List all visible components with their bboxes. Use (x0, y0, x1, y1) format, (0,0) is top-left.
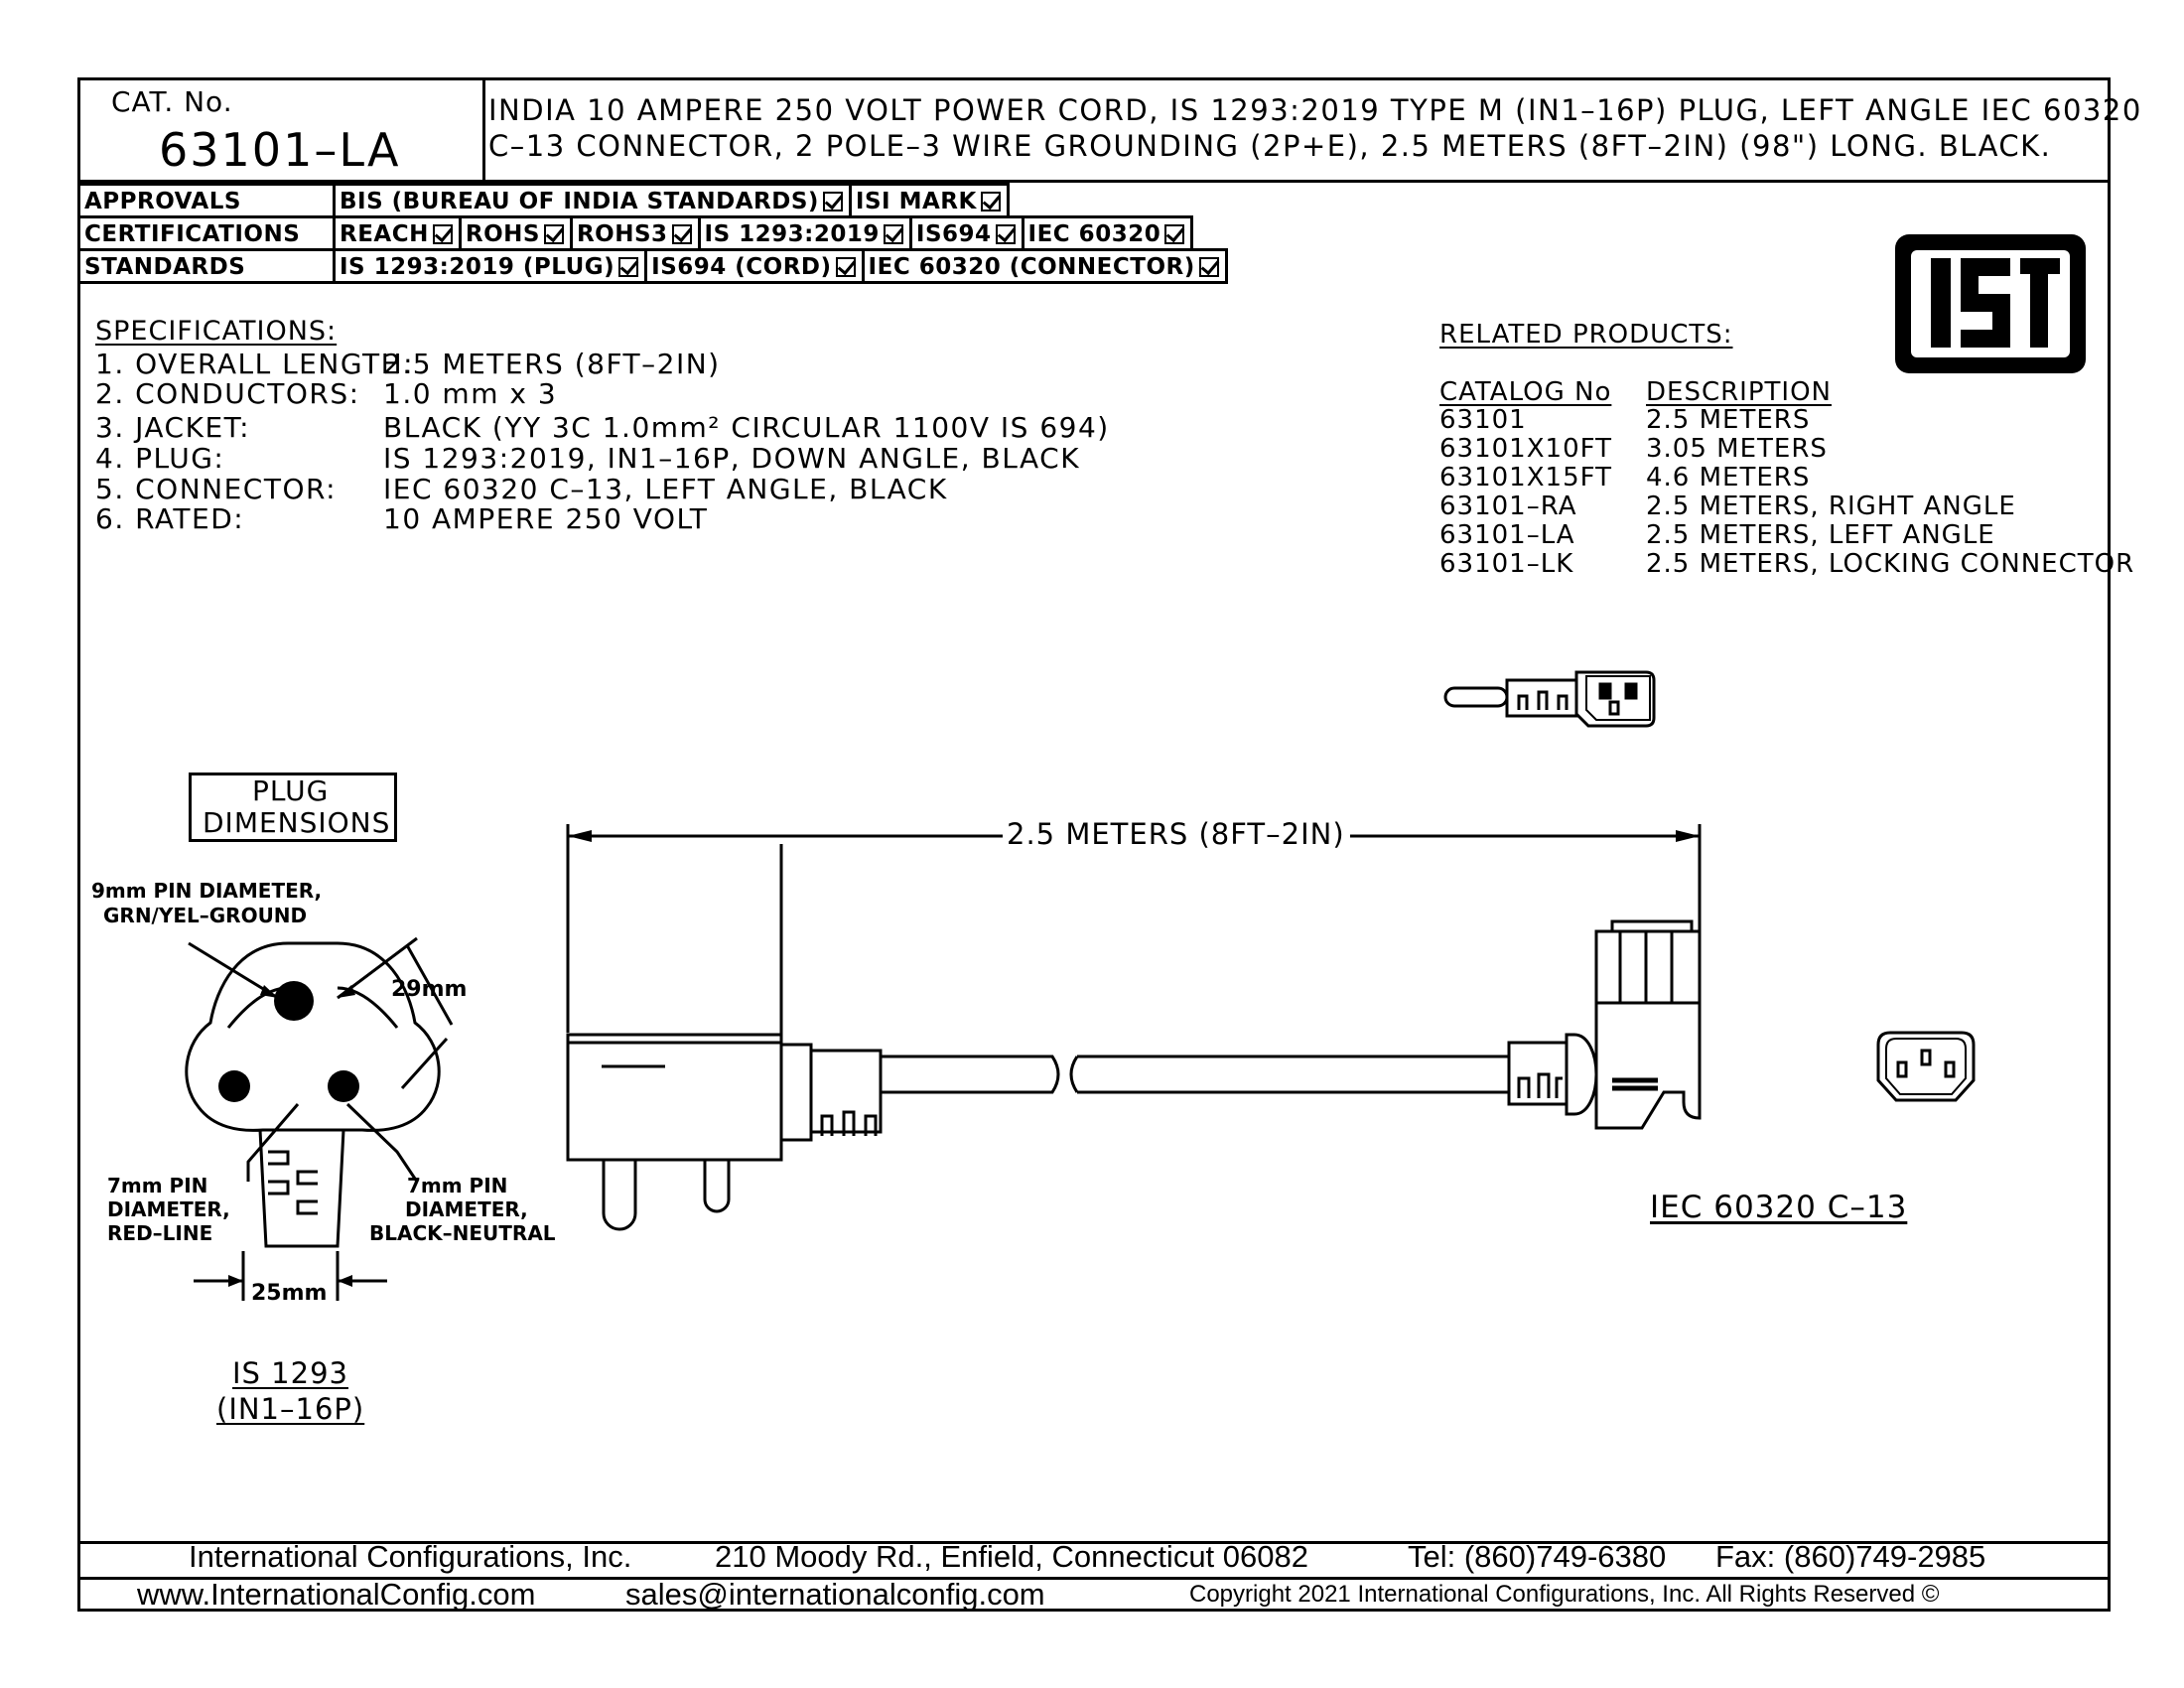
standards-row: STANDARDS IS 1293:2019 (PLUG) IS694 (COR… (77, 248, 1228, 284)
plug-dimensions-box (189, 773, 397, 842)
footer-company: International Configurations, Inc. (189, 1539, 632, 1574)
footer-divider-middle (77, 1577, 2111, 1580)
connector-standard-label: IEC 60320 C–13 (1650, 1190, 1908, 1225)
left-pin-label-1: 7mm PIN (107, 1174, 208, 1197)
checkbox-checked-icon (618, 257, 639, 277)
cord-length-label: 2.5 METERS (8FT–2IN) (1003, 817, 1349, 851)
specifications-heading: SPECIFICATIONS: (95, 316, 338, 347)
footer-fax: Fax: (860)749-2985 (1715, 1539, 1986, 1574)
spec-row: 2. CONDUCTORS:1.0 mm x 3 (95, 377, 558, 410)
checkbox-checked-icon (822, 192, 843, 211)
certification-item: ROHS3 (569, 215, 701, 251)
standards-label: STANDARDS (77, 248, 336, 284)
cat-label: CAT. No. (111, 85, 233, 118)
left-pin-label-2: DIAMETER, (107, 1197, 230, 1221)
checkbox-checked-icon (835, 257, 856, 277)
certification-item: IEC 60320 (1021, 215, 1194, 251)
certification-item: IS 1293:2019 (697, 215, 912, 251)
plug-dimensions-title-1: PLUG (252, 774, 330, 807)
ground-pin-icon (274, 981, 314, 1021)
certification-item: ROHS (458, 215, 573, 251)
checkbox-checked-icon (543, 224, 564, 244)
pin-spacing-horizontal-label: 25mm (251, 1281, 328, 1306)
spec-row: 3. JACKET:BLACK (YY 3C 1.0mm² CIRCULAR 1… (95, 411, 1110, 444)
plug-standard-label-2: (IN1–16P) (216, 1392, 365, 1426)
standard-item: IS 1293:2019 (PLUG) (333, 248, 648, 284)
plug-standard-label-1: IS 1293 (232, 1356, 348, 1390)
right-pin-label-1: 7mm PIN (407, 1174, 508, 1197)
ground-pin-label-2: GRN/YEL–GROUND (103, 904, 308, 927)
approval-item: BIS (BUREAU OF INDIA STANDARDS) (333, 183, 852, 218)
checkbox-checked-icon (671, 224, 692, 244)
approvals-label: APPROVALS (77, 183, 336, 218)
pin-spacing-vertical-label: 29mm (391, 977, 468, 1002)
ground-pin-label-1: 9mm PIN DIAMETER, (91, 879, 323, 903)
approval-item: ISI MARK (848, 183, 1010, 218)
footer-email[interactable]: sales@internationalconfig.com (625, 1577, 1045, 1612)
footer-address: 210 Moody Rd., Enfield, Connecticut 0608… (715, 1539, 1308, 1574)
cat-number: 63101–LA (159, 123, 401, 177)
certifications-row: CERTIFICATIONS REACH ROHS ROHS3 IS 1293:… (77, 215, 1194, 251)
c13-connector-face-icon (1876, 1031, 1976, 1102)
standard-item: IS694 (CORD) (644, 248, 865, 284)
title-box (482, 77, 2111, 183)
checkbox-checked-icon (883, 224, 903, 244)
related-description-header: DESCRIPTION (1646, 377, 1832, 407)
certifications-label: CERTIFICATIONS (77, 215, 336, 251)
c13-cord-sketch (1443, 670, 1656, 728)
footer-divider-top (77, 1541, 2111, 1544)
title-line-2: C–13 CONNECTOR, 2 POLE–3 WIRE GROUNDING … (488, 129, 2052, 163)
neutral-pin-icon (328, 1070, 359, 1102)
certification-item: IS694 (908, 215, 1024, 251)
line-pin-icon (218, 1070, 250, 1102)
checkbox-checked-icon (980, 192, 1001, 211)
isi-mark-logo (1895, 234, 2086, 373)
checkbox-checked-icon (1164, 224, 1185, 244)
spec-row: 5. CONNECTOR:IEC 60320 C–13, LEFT ANGLE,… (95, 473, 948, 505)
checkbox-checked-icon (995, 224, 1016, 244)
spec-row: 1. OVERALL LENGTH:2.5 METERS (8FT–2IN) (95, 348, 721, 380)
plug-face-drawing (185, 936, 454, 1301)
approvals-row: APPROVALS BIS (BUREAU OF INDIA STANDARDS… (77, 183, 1010, 218)
spec-row: 4. PLUG:IS 1293:2019, IN1–16P, DOWN ANGL… (95, 442, 1081, 475)
left-pin-label-3: RED–LINE (107, 1221, 213, 1245)
related-products-heading: RELATED PRODUCTS: (1439, 320, 1733, 350)
footer-phone: Tel: (860)749-6380 (1408, 1539, 1667, 1574)
checkbox-checked-icon (432, 224, 453, 244)
right-pin-label-2: DIAMETER, (405, 1197, 528, 1221)
certification-item: REACH (333, 215, 462, 251)
cord-assembly-drawing (566, 824, 1702, 1231)
footer-website[interactable]: www.InternationalConfig.com (137, 1577, 536, 1612)
title-line-1: INDIA 10 AMPERE 250 VOLT POWER CORD, IS … (488, 93, 2142, 127)
checkbox-checked-icon (1198, 257, 1219, 277)
spec-row: 6. RATED:10 AMPERE 250 VOLT (95, 502, 709, 535)
standard-item: IEC 60320 (CONNECTOR) (861, 248, 1228, 284)
footer-copyright: Copyright 2021 International Configurati… (1189, 1581, 1940, 1608)
right-pin-label-3: BLACK–NEUTRAL (369, 1221, 556, 1245)
related-catalog-header: CATALOG No (1439, 377, 1612, 407)
plug-dimensions-title-2: DIMENSIONS (203, 806, 391, 839)
